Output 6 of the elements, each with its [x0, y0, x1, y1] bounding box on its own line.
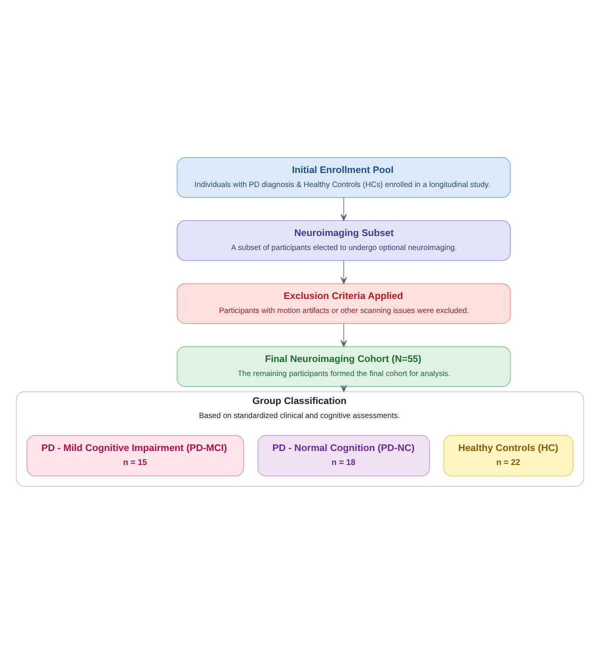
arrow [340, 196, 347, 220]
node-box: PD - Mild Cognitive Impairment (PD-MCI) n = 15 [26, 434, 244, 476]
arrow [340, 322, 347, 347]
arrow [340, 260, 347, 284]
node-box: PD - Normal Cognition (PD-NC) n = 18 [257, 434, 430, 476]
node-box: Healthy Controls (HC) n = 22 [443, 434, 574, 476]
